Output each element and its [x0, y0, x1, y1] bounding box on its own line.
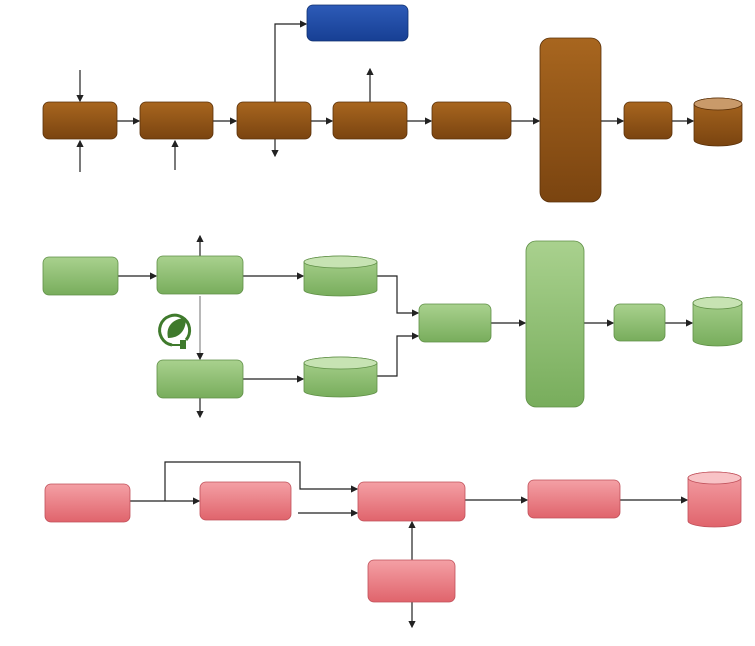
process-box	[623, 101, 673, 140]
process-box	[199, 481, 292, 521]
process-box	[332, 101, 408, 140]
arrow	[164, 461, 359, 501]
process-box	[527, 479, 621, 519]
process-box	[139, 101, 214, 140]
process-box	[44, 483, 131, 523]
process-box	[42, 101, 118, 140]
tall-process-box	[525, 240, 585, 408]
arrow	[377, 332, 420, 377]
process-box	[236, 101, 312, 140]
process-box	[418, 303, 492, 343]
arrow	[377, 275, 420, 317]
process-box	[156, 359, 244, 399]
leaf-plug-icon	[158, 313, 192, 349]
process-box	[156, 255, 244, 295]
tall-process-box	[539, 37, 602, 203]
process-box	[613, 303, 666, 342]
arrow	[274, 20, 308, 102]
process-box	[42, 256, 119, 296]
process-box	[367, 559, 456, 603]
process-box	[431, 101, 512, 140]
output-box	[306, 4, 409, 42]
process-box	[357, 481, 466, 522]
